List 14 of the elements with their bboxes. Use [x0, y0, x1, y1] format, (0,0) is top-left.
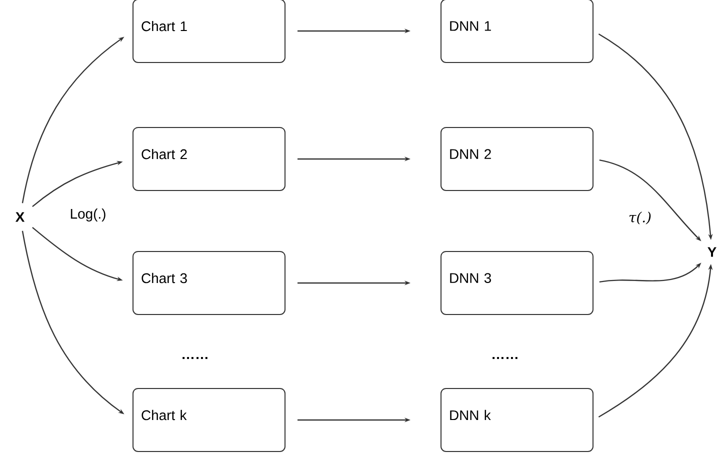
- operation-label: τ(.): [629, 212, 651, 224]
- ellipsis: ……: [492, 356, 518, 360]
- variable-label: X: [15, 212, 25, 222]
- network-box: DNN 2: [440, 127, 594, 191]
- chart-box: Chart 2: [132, 127, 286, 191]
- network-box: DNN k: [440, 388, 594, 452]
- variable-label: Y: [708, 247, 716, 257]
- operation-label: Log(.): [70, 208, 106, 222]
- chart-box: Chart 1: [132, 0, 286, 63]
- ellipsis: ……: [182, 356, 208, 360]
- chart-box: Chart 3: [132, 251, 286, 315]
- network-box: DNN 1: [440, 0, 594, 63]
- chart-box: Chart k: [132, 388, 286, 452]
- network-box: DNN 3: [440, 251, 594, 315]
